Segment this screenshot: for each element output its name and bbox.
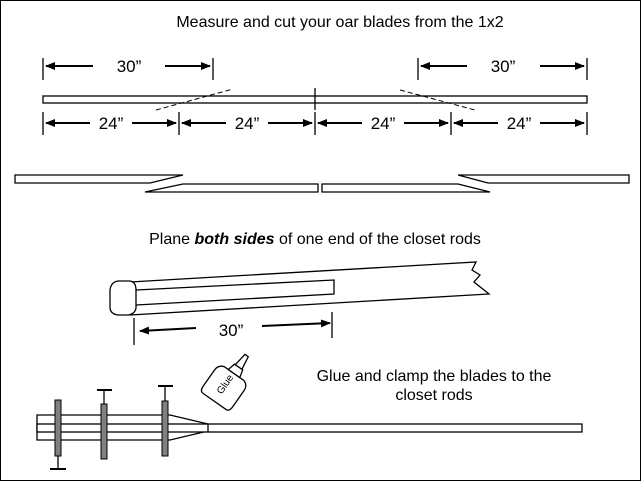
cut-line-right xyxy=(399,89,476,111)
dim-label: 30” xyxy=(491,57,516,76)
step3-title-line1: Glue and clamp the blades to the xyxy=(317,368,552,385)
dim-label: 24” xyxy=(371,114,396,133)
clamp xyxy=(158,385,173,457)
dim-24-segments: 24” 24” 24” 24” xyxy=(42,112,588,135)
step1-title: Measure and cut your oar blades from the… xyxy=(176,14,503,31)
oar-assembly xyxy=(36,414,583,441)
glue-bottle-icon: Glue xyxy=(200,353,250,411)
dim-30-right: 30” xyxy=(417,57,588,80)
dim-label: 24” xyxy=(507,114,532,133)
dim-30-plane: 30” xyxy=(133,312,333,345)
clamp xyxy=(50,399,66,470)
closet-rod-shaft xyxy=(36,423,583,433)
blade-piece-right xyxy=(457,174,630,184)
closet-rod xyxy=(109,261,491,316)
clamp xyxy=(97,389,112,460)
step2-title: Plane both sides of one end of the close… xyxy=(149,231,481,248)
planed-flat xyxy=(135,279,335,306)
cut-line-left xyxy=(155,88,234,111)
board-piece-right xyxy=(321,183,491,193)
step3-title-line2: closet rods xyxy=(395,387,472,404)
dim-label: 30” xyxy=(219,321,244,340)
rod-body xyxy=(129,261,491,316)
dim-30-left: 30” xyxy=(42,57,214,80)
rod-end-cap xyxy=(109,280,137,316)
dim-label: 24” xyxy=(235,114,260,133)
cut-pieces xyxy=(14,174,630,193)
dim-label: 24” xyxy=(99,114,124,133)
board-piece-left xyxy=(144,183,319,193)
dim-label: 30” xyxy=(117,57,142,76)
blade-piece-left xyxy=(14,174,184,184)
